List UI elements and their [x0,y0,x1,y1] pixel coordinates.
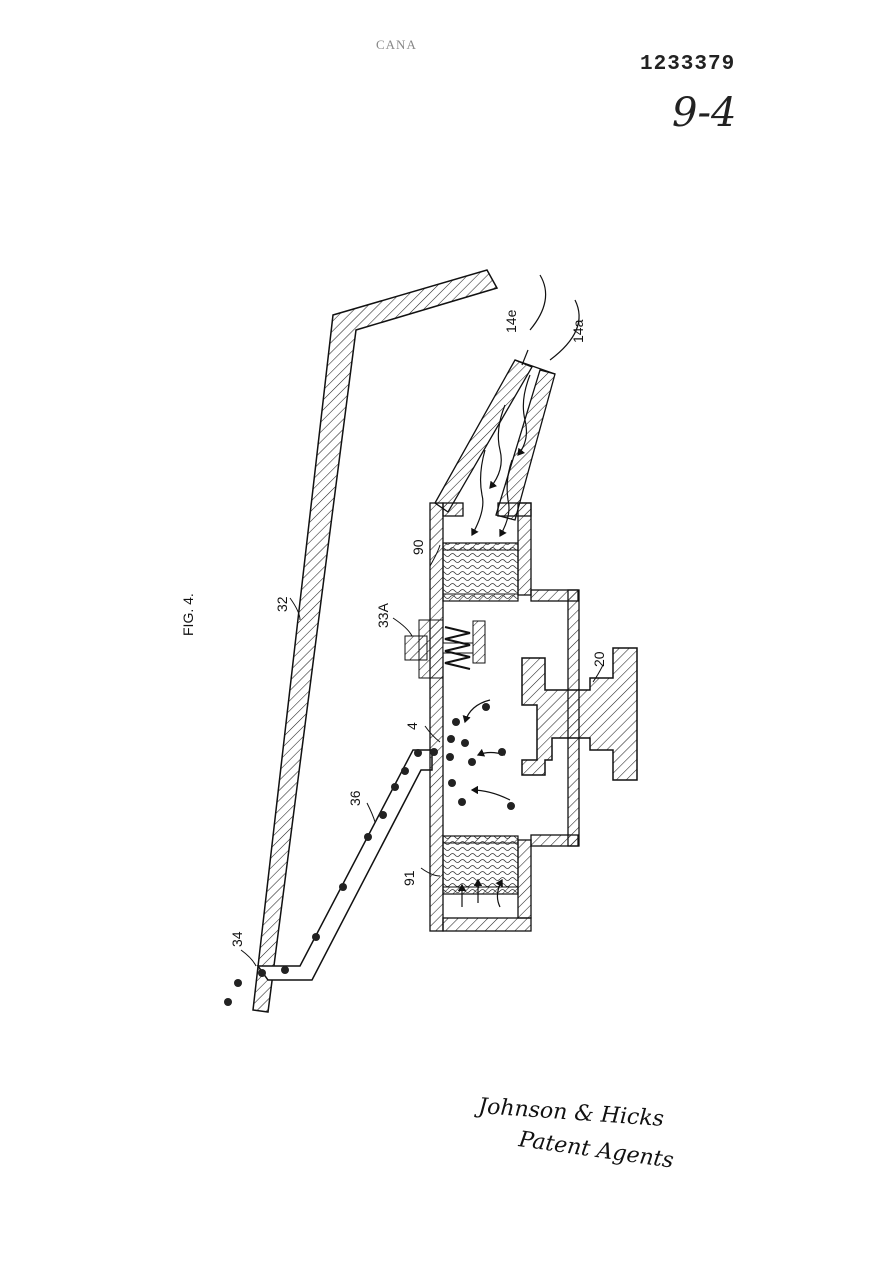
housing-wall-32 [252,269,499,1013]
particles [224,703,515,1006]
impeller-20 [521,647,638,781]
figure-title: FIG. 4. [180,593,196,636]
valve-33A [404,619,486,679]
patent-number: 1233379 [640,53,736,76]
label-14e: 14e [503,309,519,333]
leader-lines [240,544,604,967]
label-20: 20 [591,651,607,667]
signature-line-1: Johnson & Hicks [474,1094,665,1132]
label-34: 34 [229,931,245,947]
office-stamp: CANA [376,37,417,52]
label-33A: 33A [375,602,391,628]
inlet-nozzle [434,359,556,521]
label-32: 32 [274,596,290,612]
label-90: 90 [410,539,426,555]
label-91: 91 [401,870,417,886]
label-4: 4 [404,722,420,730]
sheet-number: 9-4 [672,90,737,136]
filter-90 [442,542,519,602]
signature-line-2: Patent Agents [516,1127,675,1174]
label-36: 36 [347,790,363,806]
label-14a: 14a [570,319,586,343]
filter-91 [442,835,519,895]
